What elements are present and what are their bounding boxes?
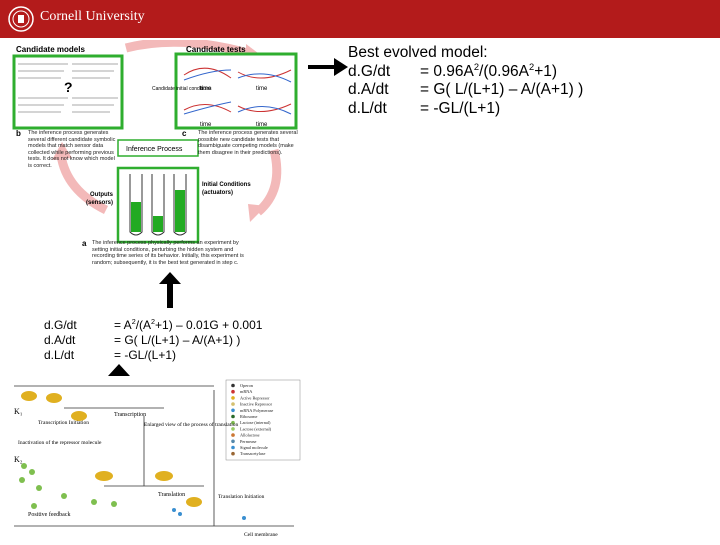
legend-item: Lactose (external) [240, 426, 272, 431]
legend-item: Signal molecule [240, 445, 268, 450]
best-eq-g-rhs: = 0.96A2/(0.96A2+1) [420, 61, 558, 80]
up-arrow-icon [159, 272, 181, 308]
legend-item: Allolactose [240, 433, 260, 438]
candidate-initial-conditions: Candidate initial conditions [152, 86, 212, 92]
transcription-initiation-label: Transcription Initiation [38, 420, 89, 426]
positive-feedback-label: Positive feedback [28, 511, 71, 518]
sensors-label: (sensors) [86, 200, 113, 206]
question-mark: ? [64, 79, 73, 95]
legend-item: mRNA Polymerase [240, 408, 273, 413]
label-b: b [16, 129, 21, 138]
true-eq-a-rhs: = G( L/(L+1) – A/(A+1) ) [114, 333, 241, 347]
legend-item: Active Repressor [240, 395, 270, 400]
enlarged-view-label: Enlarged view of the process of translat… [144, 421, 239, 428]
caption-c: The inference process generates several … [198, 130, 298, 156]
label-c: c [182, 129, 187, 138]
inference-figure: Candidate models ? Candidate tests time … [6, 37, 306, 280]
true-model-equations: d.G/dt = A2/(A2+1) – 0.01G + 0.001 d.A/d… [44, 318, 262, 363]
legend-swatch [231, 414, 235, 419]
time-label-2: time [256, 86, 268, 92]
legend-item: mRNA [240, 389, 253, 394]
inactivation-label: Inactivation of the repressor molecule [18, 439, 102, 446]
time-label-3: time [200, 122, 212, 128]
best-eq-l-lhs: d.L/dt [348, 99, 387, 117]
actuators-label: (actuators) [202, 190, 233, 196]
translation-label: Translation [158, 492, 185, 498]
k1-label: K₁ [14, 407, 23, 416]
caption-b: The inference process generates several … [28, 130, 116, 169]
right-arrow-icon [308, 58, 348, 76]
legend-swatch [231, 420, 235, 425]
best-eq-g: d.G/dt = 0.96A2/(0.96A2+1) [348, 61, 583, 82]
best-eq-l-rhs: = -GL/(L+1) [420, 99, 501, 117]
legend-swatch [231, 427, 235, 431]
best-eq-a: d.A/dt = G( L/(L+1) – A/(A+1) ) [348, 81, 583, 100]
inference-process-label: Inference Process [126, 146, 183, 153]
time-label-1: time [200, 86, 212, 92]
transcription-label: Transcription [114, 412, 146, 418]
true-eq-a: d.A/dt = G( L/(L+1) – A/(A+1) ) [44, 333, 262, 348]
legend-swatch [231, 439, 235, 444]
best-eq-a-lhs: d.A/dt [348, 81, 389, 98]
outputs-label: Outputs [90, 192, 114, 198]
best-eq-a-rhs: = G( L/(L+1) – A/(A+1) ) [420, 81, 584, 98]
true-eq-a-lhs: d.A/dt [44, 333, 76, 347]
cell-membrane-label: Cell membrane [244, 532, 278, 538]
k2-label: K₂ [14, 455, 23, 464]
cornell-seal-icon [8, 6, 34, 32]
legend-swatch [231, 433, 235, 437]
candidate-models-title: Candidate models [16, 45, 85, 54]
legend-swatch [231, 445, 235, 450]
university-name: Cornell University [40, 9, 145, 24]
true-eq-g: d.G/dt = A2/(A2+1) – 0.01G + 0.001 [44, 318, 262, 333]
caption-a: The inference process physically perform… [92, 240, 244, 266]
legend-item: Permease [240, 439, 257, 444]
legend-swatch [231, 408, 235, 413]
best-eq-g-lhs: d.G/dt [348, 62, 391, 80]
best-eq-l: d.L/dt = -GL/(L+1) [348, 100, 583, 119]
legend-swatch [231, 396, 235, 400]
initial-conditions-label: Initial Conditions [202, 182, 251, 188]
true-eq-l: d.L/dt = -GL/(L+1) [44, 348, 262, 363]
true-eq-g-lhs: d.G/dt [44, 318, 77, 332]
label-a: a [82, 239, 87, 248]
legend-swatch [231, 451, 235, 456]
best-evolved-model: Best evolved model: d.G/dt = 0.96A2/(0.9… [348, 44, 583, 118]
header-bar: Cornell University [0, 0, 720, 38]
candidate-tests-title: Candidate tests [186, 45, 246, 54]
legend-item: Transacetylase [240, 451, 265, 456]
true-eq-g-rhs: = A2/(A2+1) – 0.01G + 0.001 [114, 317, 263, 332]
legend-swatch [231, 383, 235, 388]
best-model-title: Best evolved model: [348, 44, 488, 61]
legend-item: Operon [240, 383, 254, 388]
legend-swatch [231, 402, 235, 406]
legend-item: Ribosome [240, 414, 258, 419]
legend-item: Lactose (internal) [240, 420, 271, 425]
translation-initiation-label: Translation Initiation [218, 494, 265, 500]
legend-item: Inactive Repressor [240, 402, 273, 407]
inference-figure-svg: Candidate models ? Candidate tests time … [12, 37, 298, 248]
legend-swatch [231, 389, 235, 394]
true-eq-l-lhs: d.L/dt [44, 348, 75, 362]
time-label-4: time [256, 122, 268, 128]
true-eq-l-rhs: = -GL/(L+1) [114, 348, 177, 362]
